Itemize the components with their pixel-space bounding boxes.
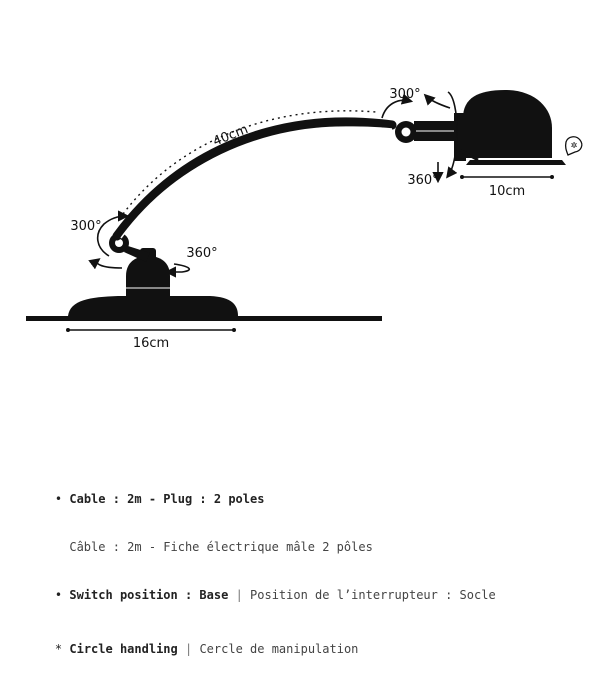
head-width-label: 10cm [489, 184, 525, 199]
lamp-head [454, 90, 566, 165]
svg-text:✲: ✲ [571, 141, 578, 150]
lower-joint [109, 233, 150, 262]
bullet: * [54, 642, 63, 656]
note-cable-en: Cable : 2m - Plug : 2 poles [69, 492, 265, 506]
circle-handling-icon: ✲ [564, 136, 583, 156]
note-handling-en: Circle handling [69, 642, 178, 656]
separator: | [184, 642, 193, 656]
measure-lines [66, 110, 554, 332]
note-cable-fr-row: Câble : 2m - Fiche électrique mâle 2 pôl… [26, 523, 496, 571]
bullet: • [54, 588, 63, 602]
note-cable: • Cable : 2m - Plug : 2 poles [26, 475, 496, 523]
rotation-base-label: 360° [186, 246, 217, 261]
note-switch-fr: Position de l’interrupteur : Socle [250, 588, 496, 602]
note-handling-fr: Cercle de manipulation [199, 642, 359, 656]
separator: | [235, 588, 243, 602]
rotation-head-top-label: 300° [389, 87, 420, 102]
rotation-arrows [88, 91, 458, 278]
note-switch: • Switch position : Base | Position de l… [26, 571, 496, 619]
lamp-diagram: ✲ 40cm 10cm 16cm 300° 360° 300° 360° [26, 87, 583, 351]
bullet: • [54, 492, 63, 506]
upper-joint [395, 121, 460, 143]
note-cable-fr: Câble : 2m - Fiche électrique mâle 2 pôl… [69, 540, 373, 554]
rotation-arm-base-label: 300° [70, 219, 101, 234]
lamp-arm [112, 117, 397, 241]
note-switch-en: Switch position : Base [69, 588, 229, 602]
note-handling: * Circle handling | Cercle de manipulati… [26, 625, 496, 673]
rotation-head-bottom-label: 360° [407, 173, 438, 188]
base-width-label: 16cm [133, 336, 169, 351]
spec-notes: • Cable : 2m - Plug : 2 poles Câble : 2m… [26, 475, 496, 673]
